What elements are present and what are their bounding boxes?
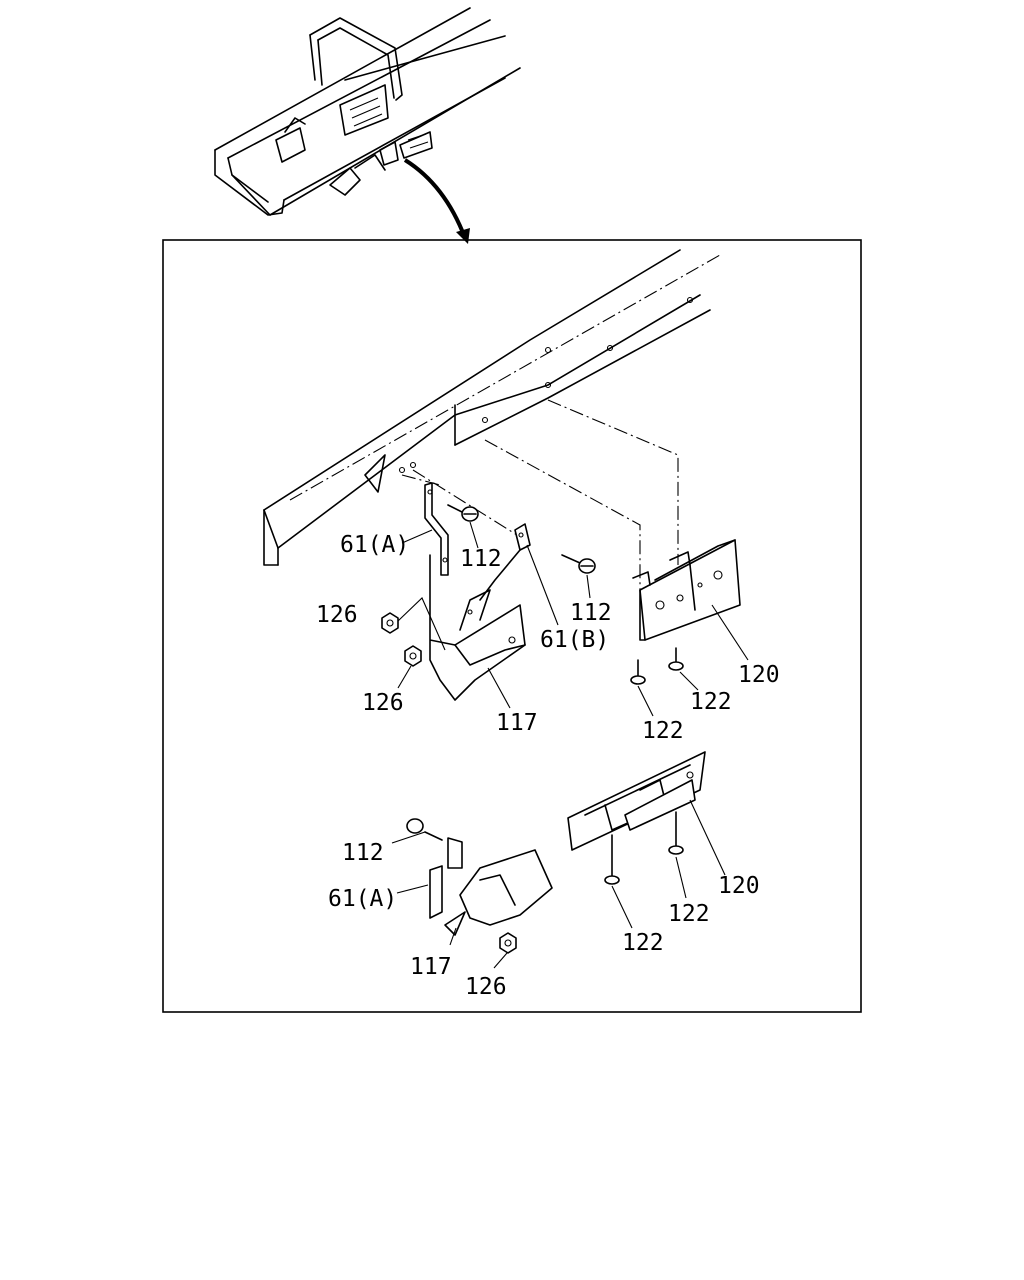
label-120-upper: 120 — [738, 662, 780, 688]
label-61b: 61(B) — [540, 627, 609, 653]
label-61a-lower: 61(A) — [328, 886, 397, 912]
label-112-lower: 112 — [342, 840, 384, 866]
label-117-lower: 117 — [410, 954, 452, 980]
nut-126-upper-2 — [404, 645, 422, 667]
label-61a-upper: 61(A) — [340, 532, 409, 558]
bolt-112-upper-a — [447, 504, 479, 522]
bolt-112-upper-b — [561, 554, 596, 574]
label-126-lower: 126 — [465, 974, 507, 1000]
bolt-122-upper-1 — [630, 659, 646, 685]
detail-frame — [162, 239, 862, 1013]
plate-120-lower — [624, 771, 696, 831]
label-122-lower-2: 122 — [668, 901, 710, 927]
label-117-upper: 117 — [496, 710, 538, 736]
bolt-122-lower-2 — [668, 811, 684, 855]
label-112-upper-b: 112 — [570, 600, 612, 626]
label-126-upper-1: 126 — [316, 602, 358, 628]
label-122-upper-2: 122 — [690, 689, 732, 715]
label-120-lower: 120 — [718, 873, 760, 899]
overview-chassis-frame — [214, 7, 521, 244]
frame-rail — [263, 249, 721, 566]
bolt-122-lower-1 — [604, 834, 620, 885]
bracket-61a-lower — [429, 837, 463, 919]
nut-126-lower — [499, 932, 517, 954]
callout-labels: 61(A) 112 112 61(B) 126 126 117 120 122 … — [316, 532, 780, 1000]
bolt-112-lower — [406, 818, 443, 841]
guard-117-lower — [444, 849, 553, 936]
label-122-upper-1: 122 — [642, 718, 684, 744]
nut-126-upper-1 — [381, 612, 399, 634]
label-112-upper-a: 112 — [460, 546, 502, 572]
bolt-122-upper-2 — [668, 647, 684, 671]
label-122-lower-1: 122 — [622, 930, 664, 956]
callout-leaders — [391, 521, 749, 969]
lower-rail-section — [567, 751, 706, 851]
plate-120-upper — [632, 539, 741, 641]
bracket-61a-upper — [424, 482, 449, 576]
label-126-upper-2: 126 — [362, 690, 404, 716]
guard-117-upper — [429, 554, 526, 701]
bracket-61b — [479, 523, 531, 601]
